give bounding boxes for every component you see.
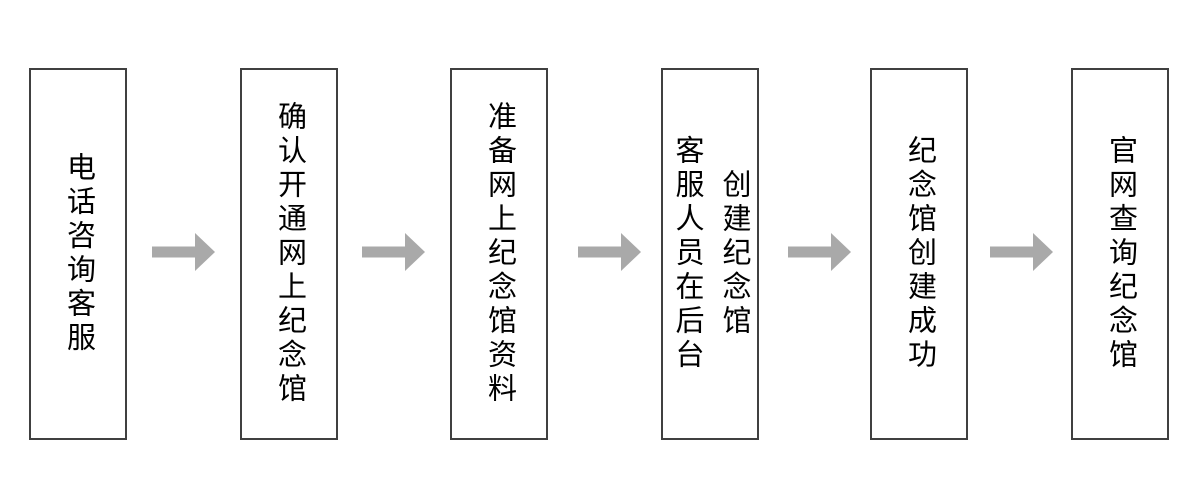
flow-step-label: 确认开通网上纪念馆 (273, 101, 306, 407)
flow-step-staff-create-backend: 客服人员在后台 创建纪念馆 (661, 68, 759, 440)
flow-step-label: 电话咨询客服 (62, 152, 95, 356)
flow-step-prepare-materials: 准备网上纪念馆资料 (450, 68, 548, 440)
flow-step-label-line-2: 创建纪念馆 (718, 169, 750, 339)
flow-step-create-success: 纪念馆创建成功 (870, 68, 968, 440)
flow-step-label: 准备网上纪念馆资料 (483, 101, 516, 407)
arrow-right-icon (788, 233, 851, 271)
arrow-right-icon (152, 233, 215, 271)
flow-step-label: 纪念馆创建成功 (903, 135, 936, 373)
arrow-right-icon (578, 233, 641, 271)
flow-step-query-official-site: 官网查询纪念馆 (1071, 68, 1169, 440)
flow-step-phone-consult: 电话咨询客服 (29, 68, 127, 440)
arrow-right-icon (990, 233, 1053, 271)
flow-step-label-line-1: 客服人员在后台 (671, 135, 703, 373)
arrow-right-icon (362, 233, 425, 271)
flow-step-label: 官网查询纪念馆 (1104, 135, 1137, 373)
flow-step-confirm-open: 确认开通网上纪念馆 (240, 68, 338, 440)
